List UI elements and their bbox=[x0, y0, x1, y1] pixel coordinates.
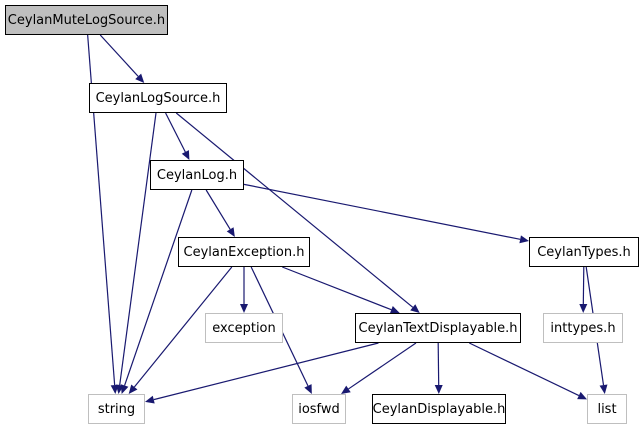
edge-arrowhead bbox=[579, 303, 588, 313]
node-exception: exception bbox=[205, 313, 283, 343]
edge-arrowhead bbox=[599, 384, 608, 394]
edge-line bbox=[175, 112, 414, 308]
edge-arrowhead bbox=[128, 384, 138, 394]
edge-log-to-exception_h bbox=[205, 189, 235, 237]
edge-arrowhead bbox=[181, 150, 190, 160]
node-ceylan-exception[interactable]: CeylanException.h bbox=[178, 237, 310, 267]
edge-line bbox=[348, 342, 417, 390]
node-ceylan-displayable[interactable]: CeylanDisplayable.h bbox=[372, 394, 506, 424]
edge-log-to-string bbox=[120, 189, 193, 394]
node-iosfwd: iosfwd bbox=[292, 394, 346, 424]
edge-line bbox=[469, 342, 580, 397]
edge-arrowhead bbox=[389, 305, 400, 314]
edge-exception_h-to-exception bbox=[240, 267, 248, 313]
edge-line bbox=[165, 112, 186, 153]
edge-textdisp-to-list bbox=[469, 342, 587, 400]
node-list: list bbox=[587, 394, 627, 424]
edge-line bbox=[243, 183, 521, 240]
node-ceylan-mute-log-source[interactable]: CeylanMuteLogSource.h bbox=[5, 5, 168, 35]
edge-types-to-inttypes bbox=[579, 266, 588, 313]
edge-arrowhead bbox=[135, 73, 145, 83]
edge-exception_h-to-textdisp bbox=[282, 266, 400, 314]
edge-arrowhead bbox=[519, 235, 529, 244]
edge-exception_h-to-string bbox=[128, 266, 233, 394]
edge-arrowhead bbox=[304, 384, 312, 394]
edge-line bbox=[437, 342, 440, 386]
node-ceylan-log-source[interactable]: CeylanLogSource.h bbox=[89, 83, 227, 113]
edge-log-to-types bbox=[243, 183, 529, 244]
edge-arrowhead bbox=[577, 391, 587, 400]
edge-textdisp-to-string bbox=[145, 342, 379, 404]
edge-line bbox=[124, 189, 193, 386]
edge-textdisp-to-disp bbox=[434, 342, 443, 394]
edge-line bbox=[99, 34, 139, 77]
edge-arrowhead bbox=[120, 384, 129, 394]
edge-line bbox=[133, 266, 233, 388]
edge-textdisp-to-iosfwd bbox=[341, 342, 417, 394]
edge-arrowhead bbox=[434, 384, 443, 394]
edge-logsource-to-log bbox=[165, 112, 190, 160]
edge-arrowhead bbox=[145, 395, 155, 404]
node-ceylan-log[interactable]: CeylanLog.h bbox=[150, 160, 244, 190]
edge-line bbox=[282, 266, 392, 311]
edge-mute-to-logsource bbox=[99, 34, 145, 83]
node-ceylan-text-displayable[interactable]: CeylanTextDisplayable.h bbox=[355, 313, 521, 343]
edge-line bbox=[205, 189, 231, 230]
node-string: string bbox=[88, 394, 145, 424]
node-inttypes: inttypes.h bbox=[543, 313, 623, 343]
edge-logsource-to-textdisp bbox=[175, 112, 420, 313]
edge-arrowhead bbox=[341, 385, 351, 394]
edge-arrowhead bbox=[226, 227, 235, 237]
edge-arrowhead bbox=[410, 304, 420, 313]
node-ceylan-types[interactable]: CeylanTypes.h bbox=[529, 237, 639, 267]
edge-arrowhead bbox=[240, 304, 248, 313]
edge-line bbox=[119, 112, 157, 386]
edge-line bbox=[153, 342, 379, 401]
